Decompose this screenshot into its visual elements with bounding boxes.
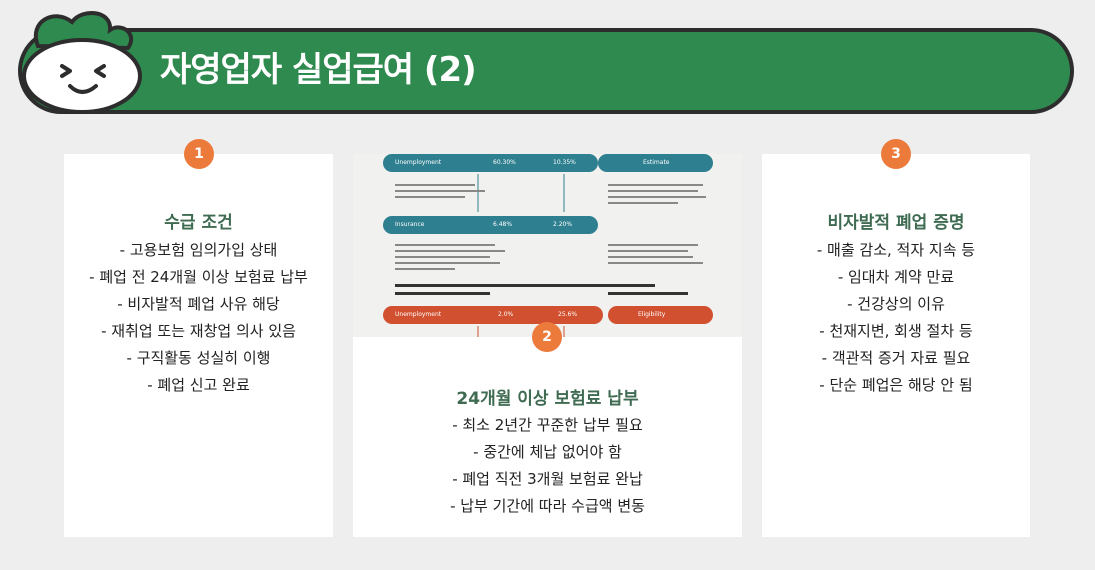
header-banner bbox=[18, 28, 1074, 114]
list-item: - 납부 기간에 따라 수급액 변동 bbox=[450, 497, 645, 515]
page-title: 자영업자 실업급여 (2) bbox=[160, 50, 477, 90]
card-list: - 최소 2년간 꾸준한 납부 필요 - 중간에 체납 없어야 함 - 폐업 직… bbox=[353, 412, 742, 520]
mascot-icon bbox=[10, 6, 150, 120]
list-item: - 천재지변, 회생 절차 등 bbox=[819, 322, 973, 340]
step-badge-2: 2 bbox=[532, 322, 562, 352]
infographic-image: Unemployment 60.30% 10.35% Estimate Insu… bbox=[353, 154, 742, 337]
card-list: - 매출 감소, 적자 지속 등 - 임대차 계약 만료 - 건강상의 이유 -… bbox=[762, 237, 1030, 399]
infographic-value: 60.30% bbox=[493, 159, 516, 166]
list-item: - 중간에 체납 없어야 함 bbox=[473, 443, 622, 461]
infographic-value: 10.35% bbox=[553, 159, 576, 166]
list-item: - 비자발적 폐업 사유 해당 bbox=[117, 295, 280, 313]
list-item: - 임대차 계약 만료 bbox=[837, 268, 955, 286]
infographic-value: 25.6% bbox=[558, 311, 578, 318]
step-badge-3: 3 bbox=[881, 139, 911, 169]
card-title: 비자발적 폐업 증명 bbox=[827, 213, 965, 233]
list-item: - 재취업 또는 재창업 의사 있음 bbox=[101, 322, 296, 340]
list-item: - 최소 2년간 꾸준한 납부 필요 bbox=[452, 416, 643, 434]
card-list: - 고용보험 임의가입 상태 - 폐업 전 24개월 이상 보험료 납부 - 비… bbox=[64, 237, 333, 399]
infographic-value: 2.0% bbox=[498, 311, 514, 318]
infographic-label: Estimate bbox=[643, 159, 670, 166]
card-title: 24개월 이상 보험료 납부 bbox=[456, 389, 639, 409]
list-item: - 객관적 증거 자료 필요 bbox=[821, 349, 971, 367]
list-item: - 폐업 직전 3개월 보험료 완납 bbox=[452, 470, 643, 488]
infographic-graphic bbox=[353, 154, 742, 337]
infographic-value: 2.20% bbox=[553, 221, 573, 228]
list-item: - 폐업 신고 완료 bbox=[147, 376, 250, 394]
infographic-label: Eligibility bbox=[638, 311, 666, 318]
list-item: - 단순 폐업은 해당 안 됨 bbox=[819, 376, 973, 394]
step-badge-1: 1 bbox=[184, 139, 214, 169]
card-title: 수급 조건 bbox=[164, 213, 233, 233]
list-item: - 고용보험 임의가입 상태 bbox=[119, 241, 278, 259]
infographic-label: Insurance bbox=[395, 221, 425, 228]
list-item: - 건강상의 이유 bbox=[847, 295, 945, 313]
card-eligibility: 수급 조건 - 고용보험 임의가입 상태 - 폐업 전 24개월 이상 보험료 … bbox=[64, 154, 333, 537]
infographic-label: Unemployment bbox=[395, 159, 442, 166]
infographic-value: 6.48% bbox=[493, 221, 513, 228]
list-item: - 폐업 전 24개월 이상 보험료 납부 bbox=[89, 268, 308, 286]
infographic-label: Unemployment bbox=[395, 311, 442, 318]
list-item: - 구직활동 성실히 이행 bbox=[126, 349, 271, 367]
list-item: - 매출 감소, 적자 지속 등 bbox=[816, 241, 976, 259]
card-involuntary-closure: 비자발적 폐업 증명 - 매출 감소, 적자 지속 등 - 임대차 계약 만료 … bbox=[762, 154, 1030, 537]
